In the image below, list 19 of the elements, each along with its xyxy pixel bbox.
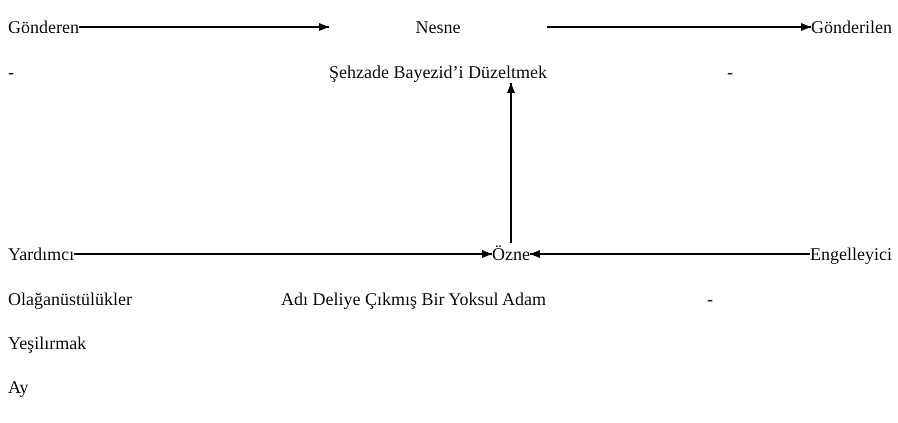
arrow: [74, 250, 492, 258]
actant-value: Yeşilırmak: [8, 332, 86, 354]
actant-label: Nesne: [416, 16, 460, 38]
arrow: [546, 23, 812, 31]
actant-label: Engelleyici: [810, 243, 892, 265]
actant-value: -: [727, 61, 733, 83]
actant-value: Olağanüstülükler: [8, 288, 132, 310]
actant-value: -: [707, 288, 713, 310]
actant-value: Şehzade Bayezid’i Düzeltmek: [329, 61, 547, 83]
actant-label: Gönderilen: [811, 16, 892, 38]
actant-value: Adı Deliye Çıkmış Bir Yoksul Adam: [281, 288, 546, 310]
actant-value: -: [8, 61, 14, 83]
actant-label: Gönderen: [8, 16, 79, 38]
arrow: [78, 23, 330, 31]
actant-label: Yardımcı: [8, 243, 74, 265]
actant-label: Özne: [492, 243, 530, 265]
actant-value: Ay: [8, 376, 28, 398]
arrow: [530, 250, 810, 258]
arrow: [507, 83, 515, 243]
